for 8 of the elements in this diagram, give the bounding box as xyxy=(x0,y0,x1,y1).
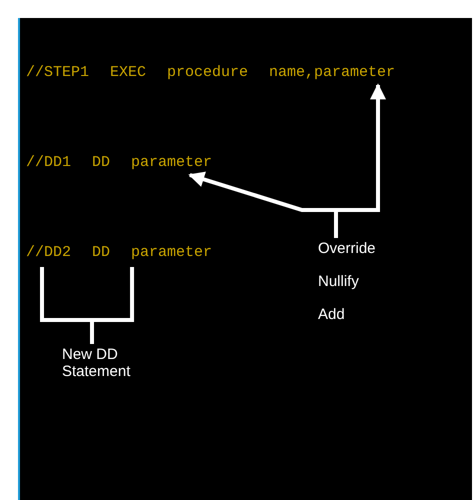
annotation-text: Add xyxy=(318,306,346,323)
code-line: //STEP1 EXEC procedure name,parameter xyxy=(26,64,396,81)
annotation-text: Override xyxy=(318,240,376,257)
bracket-line xyxy=(40,265,134,346)
annotation-text: Nullify xyxy=(318,273,360,290)
code-line: //DD2 DD parameter xyxy=(26,244,212,261)
code-line: //DD1 DD parameter xyxy=(26,154,212,171)
annotation-text: New DD Statement xyxy=(62,346,142,380)
